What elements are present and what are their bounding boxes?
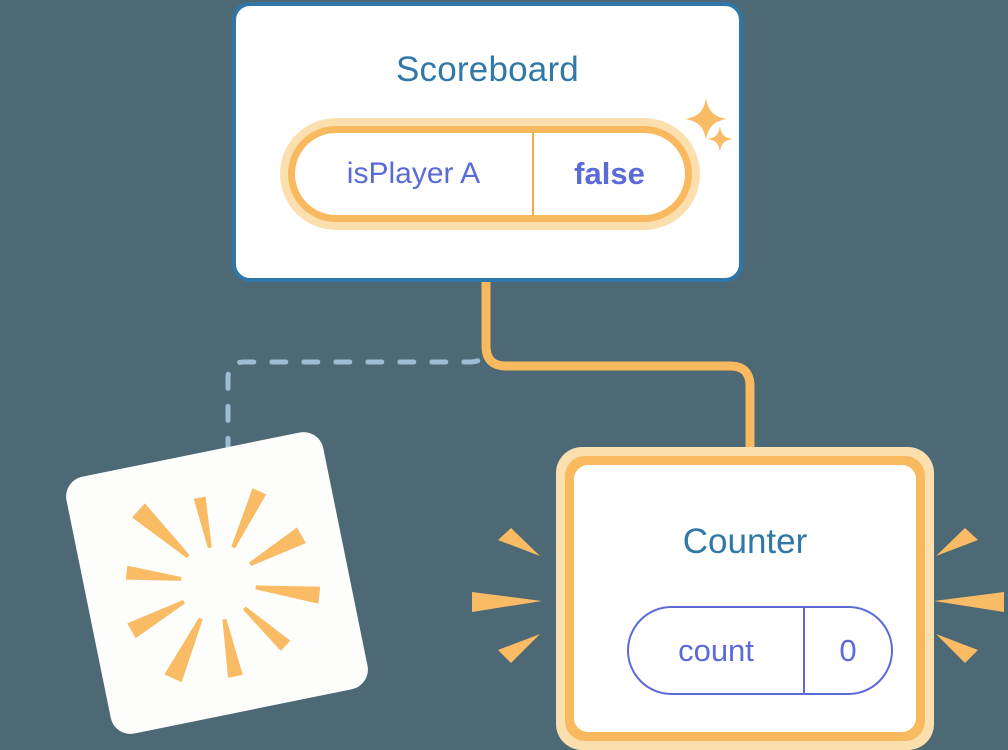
scoreboard-state-pill-ring: isPlayer A false [288,126,692,222]
scoreboard-title: Scoreboard [396,50,579,89]
counter-title: Counter [682,522,808,561]
pill-divider [532,133,534,215]
counter-state-pill[interactable]: count 0 [627,606,893,695]
scoreboard-card[interactable]: Scoreboard isPlayer A false [232,2,743,282]
counter-card[interactable]: Counter count 0 [556,447,934,750]
connector-scoreboard-to-counter-solid [481,282,755,460]
sparkle-small-icon [705,124,735,154]
scoreboard-state-pill[interactable]: isPlayer A false [280,118,700,230]
counter-rays-right-icon [930,500,1006,690]
scoreboard-state-value: false [574,156,645,191]
burst-rays-icon [63,429,372,738]
counter-state-value: 0 [839,632,857,668]
counter-card-ring: Counter count 0 [565,456,925,741]
scoreboard-state-key: isPlayer A [346,157,481,190]
count-pill-divider [803,608,805,693]
scoreboard-state-pill-face: isPlayer A false [295,133,685,215]
counter-card-face: Counter count 0 [574,465,916,732]
counter-rays-left-icon [470,500,546,690]
blank-card[interactable] [62,428,372,738]
counter-state-key: count [678,632,754,668]
sparkle-large-icon [683,96,729,142]
